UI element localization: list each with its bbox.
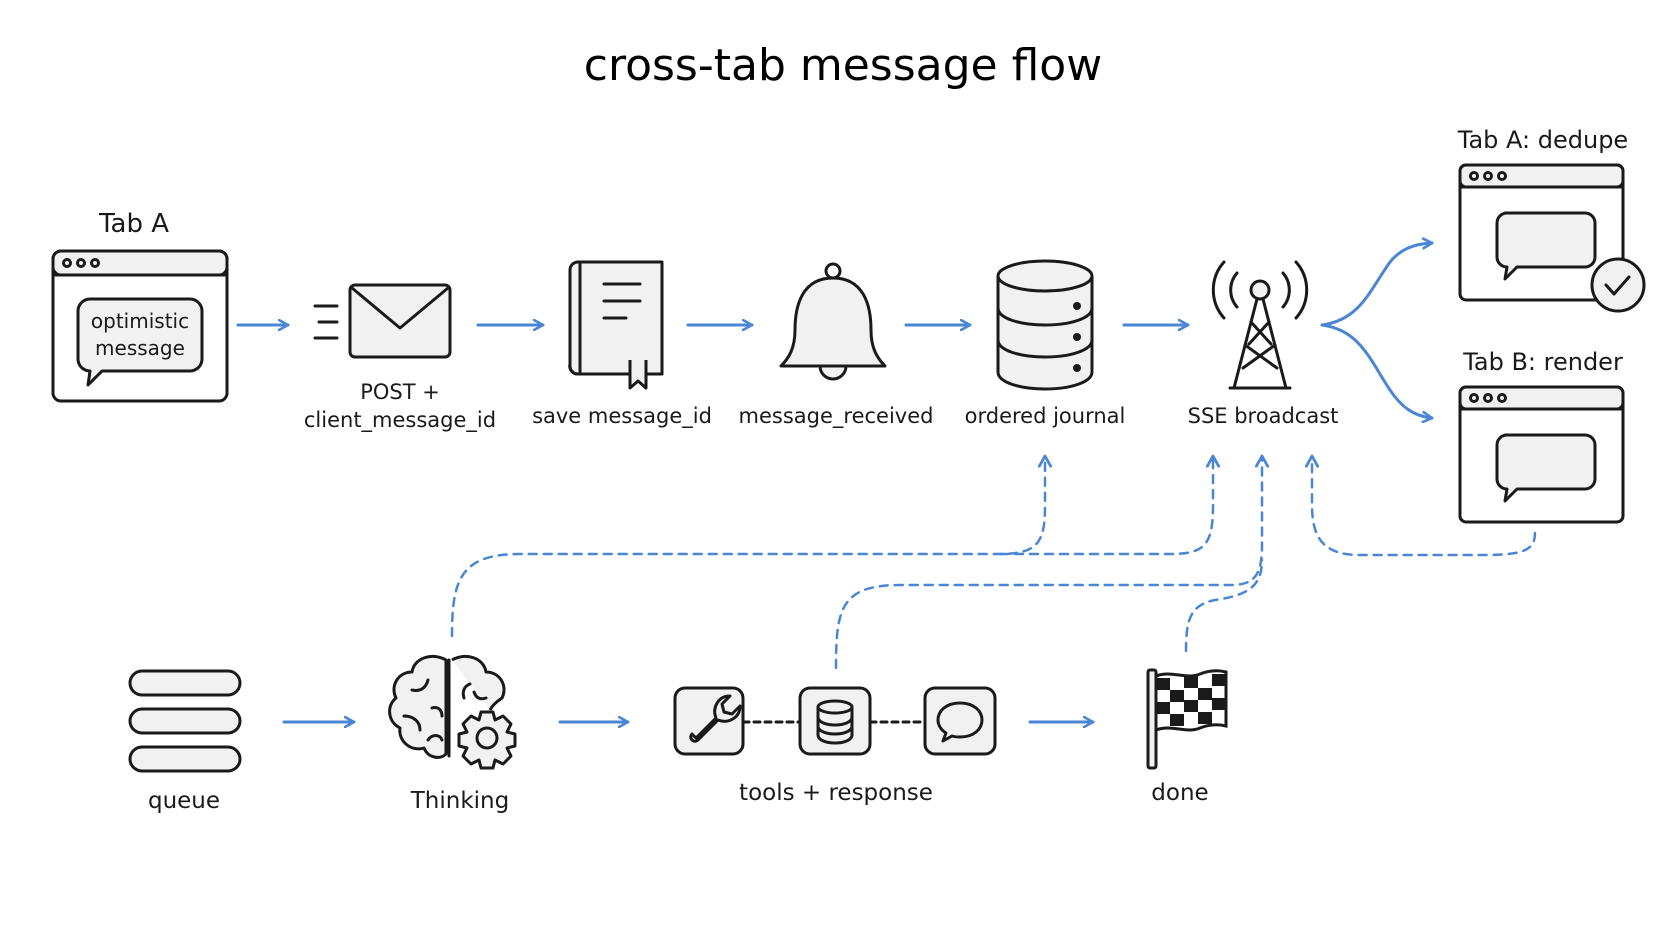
tools-label: tools + response [739,780,933,806]
sse-label: SSE broadcast [1188,404,1339,428]
chat-icon [923,686,997,756]
bell-icon [779,262,887,381]
tab-b-render-node: Tab B: render [1458,348,1625,524]
tab-a-dedupe-label: Tab A: dedupe [1457,126,1628,154]
tools-node: tools + response [673,686,997,806]
chat-bubble-icon [1495,433,1597,503]
brain-gear-icon [388,655,517,770]
check-icon [1590,257,1646,313]
queue-icon [128,669,242,773]
chat-bubble-icon [76,297,204,387]
antenna-icon [1211,260,1309,390]
diagram-title: cross-tab message flow [584,40,1102,91]
bubble-line-1: optimistic [91,309,189,333]
wrench-icon [673,686,745,756]
sse-node: SSE broadcast [1188,260,1339,428]
journal-node: ordered journal [965,259,1126,428]
save-node: save message_id [532,260,712,429]
database-icon [996,259,1094,391]
done-node: done [1146,668,1228,806]
post-node: POST + client_message_id [304,283,496,433]
dashed-done-sse [1184,558,1264,653]
thinking-node: Thinking [388,655,517,814]
arrow-sse-tab-a [1320,243,1434,327]
checkered-flag-icon [1146,668,1228,770]
done-label: done [1151,780,1208,806]
database-icon [798,686,872,756]
dashed-thinking-sse [998,456,1213,556]
tab-a-node: Tab A optimistic message [51,209,229,403]
tab-a-dedupe-node: Tab A: dedupe [1457,126,1646,313]
dashed-thinking-journal [450,456,1045,638]
post-label-2: client_message_id [304,408,496,433]
thinking-label: Thinking [410,788,509,814]
received-label: message_received [739,404,934,429]
chat-bubble-icon [1495,211,1597,281]
dashed-tools-sse [834,456,1262,670]
queue-label: queue [148,788,220,814]
arrow-sse-tab-b [1320,323,1434,418]
save-label: save message_id [532,404,712,429]
book-icon [568,260,664,390]
dashed-tabb-sse [1312,456,1537,557]
queue-node: queue [128,669,242,814]
tab-b-render-label: Tab B: render [1462,348,1623,376]
post-label-1: POST + [360,380,440,404]
envelope-icon [313,283,452,359]
bubble-line-2: message [95,336,185,360]
received-node: message_received [739,262,934,429]
tab-a-label: Tab A [98,209,169,239]
journal-label: ordered journal [965,404,1126,428]
